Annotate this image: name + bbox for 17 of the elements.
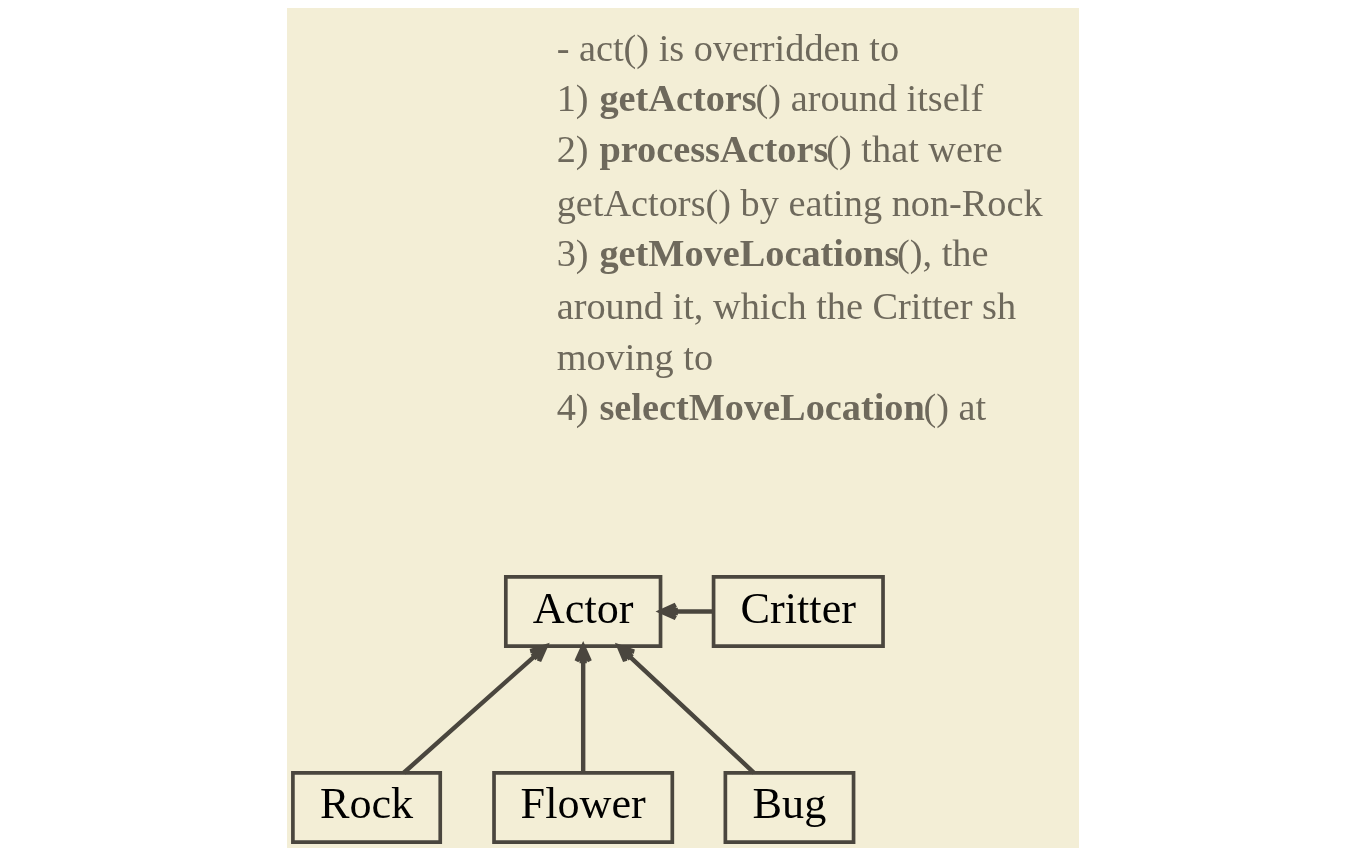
label: moving to <box>556 336 713 379</box>
arrow <box>658 602 713 621</box>
arrow <box>401 644 548 775</box>
label: 1) getActors() around itself <box>556 76 983 119</box>
arrow <box>573 644 592 773</box>
node-box: Flower <box>491 770 674 844</box>
node-box: Rock <box>290 770 442 844</box>
arrow <box>616 644 755 775</box>
label: 2) processActors() that were <box>556 128 1003 171</box>
node-box: Bug <box>723 770 855 844</box>
label: 3) getMoveLocations(), the <box>556 231 988 274</box>
label: around it, which the Critter sh <box>556 284 1016 327</box>
label: getActors() by eating non-Rock <box>556 181 1043 224</box>
node-box: Critter <box>711 575 885 648</box>
node-box: Actor <box>503 575 662 648</box>
label: 4) selectMoveLocation() at <box>556 386 986 429</box>
label: - act() is overridden to <box>556 26 899 69</box>
